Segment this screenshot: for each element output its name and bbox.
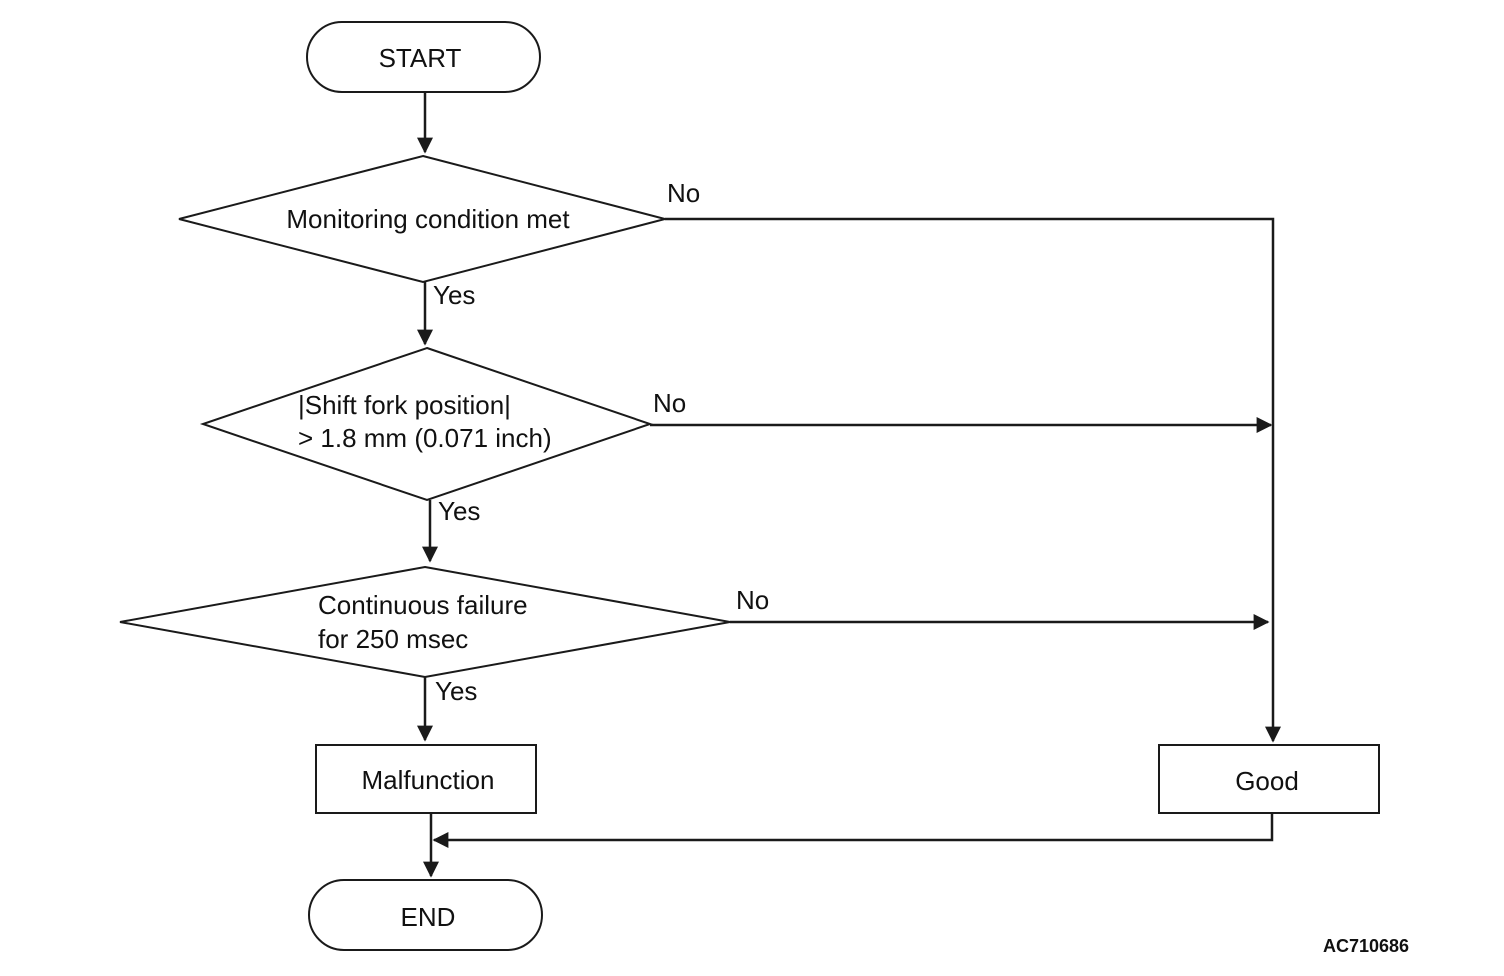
start-node: START [306, 21, 541, 93]
good-label: Good [1235, 766, 1299, 796]
d1-no-label: No [667, 178, 700, 208]
d3-no-label: No [736, 585, 769, 615]
decision-continuous-failure-line2: for 250 msec [318, 624, 468, 654]
connector-d1-no-to-good [665, 217, 1281, 743]
decision-continuous-failure-line1: Continuous failure [318, 590, 528, 620]
d3-yes-label: Yes [435, 676, 477, 706]
d2-yes-label: Yes [438, 496, 480, 526]
end-label: END [401, 902, 456, 932]
start-label: START [379, 43, 462, 73]
d1-yes-label: Yes [433, 280, 475, 310]
decision-continuous-failure: Continuous failure for 250 msec [119, 565, 731, 679]
malfunction-node: Malfunction [315, 744, 537, 814]
decision-shift-fork-position-line1: |Shift fork position| [298, 390, 511, 420]
decision-shift-fork-position: |Shift fork position| > 1.8 mm (0.071 in… [199, 346, 654, 502]
d2-no-label: No [653, 388, 686, 418]
good-node: Good [1158, 744, 1380, 814]
decision-shift-fork-position-line2: > 1.8 mm (0.071 inch) [298, 423, 552, 453]
connector-good-merge [432, 813, 1274, 848]
decision-monitoring-condition-label: Monitoring condition met [286, 204, 570, 234]
decision-monitoring-condition: Monitoring condition met [178, 154, 669, 284]
end-node: END [308, 879, 543, 951]
figure-id: AC710686 [1323, 936, 1409, 956]
malfunction-label: Malfunction [362, 765, 495, 795]
